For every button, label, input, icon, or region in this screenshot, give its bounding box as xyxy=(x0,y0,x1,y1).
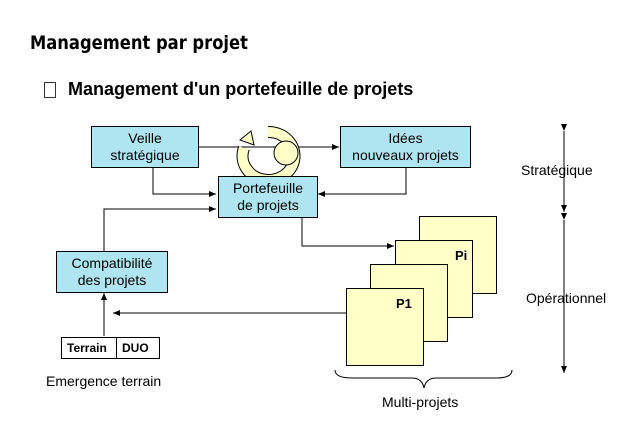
terrain-label: Terrain xyxy=(62,338,117,358)
terrain-duo-box: Terrain DUO xyxy=(61,337,160,359)
box-portefeuille-de-projets: Portefeuille de projets xyxy=(218,176,318,218)
bullet-heading: Management d'un portefeuille de projets xyxy=(68,79,414,99)
arrow-compatibilite-to-portefeuille xyxy=(103,206,216,251)
duo-label: DUO xyxy=(122,341,149,355)
box-portefeuille-line-2: de projets xyxy=(237,197,299,213)
operationnel-label: Opérationnel xyxy=(526,290,607,306)
box-veille-line-2: stratégique xyxy=(110,147,180,163)
box-compatibilite-des-projets: Compatibilité des projets xyxy=(56,251,168,293)
page-title: Management par projet xyxy=(30,32,248,54)
box-idees-line-1: Idées xyxy=(388,130,423,146)
arrow-veille-to-portefeuille xyxy=(152,168,216,197)
project-label-pi: Pi xyxy=(455,248,468,263)
project-sheet-p1 xyxy=(346,288,424,366)
box-compatibilite-line-2: des projets xyxy=(77,272,147,288)
box-veille-line-1: Veille xyxy=(128,130,162,146)
box-idees-nouveaux-projets: Idées nouveaux projets xyxy=(340,126,471,168)
box-idees-line-2: nouveaux projets xyxy=(352,147,459,163)
multi-projets-label: Multi-projets xyxy=(382,394,459,410)
arrow-portefeuille-to-projects xyxy=(301,218,394,249)
square-bullet-icon xyxy=(44,82,56,98)
box-compatibilite-line-1: Compatibilité xyxy=(71,255,153,271)
arrow-idees-to-portefeuille xyxy=(318,168,407,197)
project-label-p1: P1 xyxy=(396,296,412,311)
multi-projets-brace xyxy=(334,369,513,389)
box-portefeuille-line-1: Portefeuille xyxy=(232,180,304,196)
strategique-label: Stratégique xyxy=(521,162,593,178)
box-veille-strategique: Veille stratégique xyxy=(91,126,199,168)
circular-arrow-icon xyxy=(236,125,301,186)
emergence-terrain-label: Emergence terrain xyxy=(46,373,162,389)
